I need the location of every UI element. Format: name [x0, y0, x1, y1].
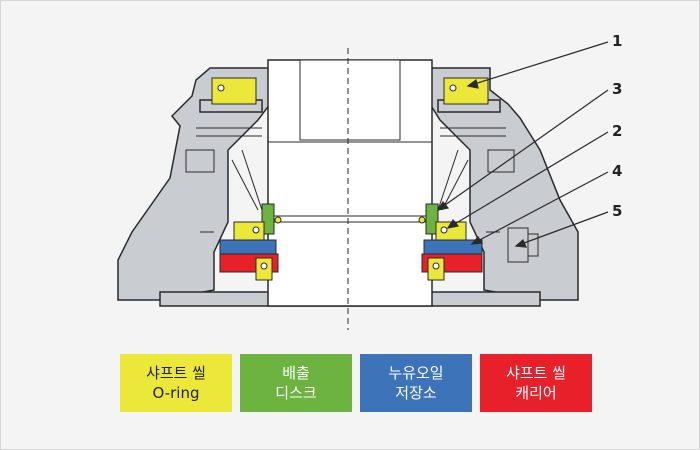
legend-label-line2: 캐리어	[515, 384, 557, 402]
discharge-disc	[261, 203, 439, 235]
legend-label-line1: 배출	[282, 364, 310, 382]
legend-label-line1: 누유오일	[388, 364, 444, 382]
legend-oil-leak-reservoir: 누유오일 저장소	[360, 354, 472, 412]
legend-label-line1: 샤프트 씰	[506, 364, 566, 382]
callout-numbers: 1 3 2 4 5	[612, 32, 622, 220]
callout-2: 2	[612, 122, 622, 140]
callout-4: 4	[612, 162, 622, 180]
legend-label-line2: 디스크	[275, 384, 317, 402]
callout-5: 5	[612, 202, 622, 220]
legend-label-line1: 샤프트 씰	[146, 364, 206, 382]
callout-leaders	[436, 41, 609, 248]
legend-discharge-disc: 배출 디스크	[240, 354, 352, 412]
callout-1: 1	[612, 32, 622, 50]
oil-leak-reservoir	[219, 239, 483, 255]
shaft-seal-carrier	[219, 253, 483, 281]
shaft	[267, 48, 433, 330]
legend-shaft-seal-carrier: 샤프트 씰 캐리어	[480, 354, 592, 412]
legend-shaft-seal-oring: 샤프트 씰 O-ring	[120, 354, 232, 412]
housing-body	[117, 67, 579, 307]
legend-label-line2: O-ring	[152, 384, 200, 402]
housing-detail-lines	[185, 127, 515, 233]
callout-3: 3	[612, 80, 622, 98]
legend-label-line2: 저장소	[395, 384, 437, 402]
